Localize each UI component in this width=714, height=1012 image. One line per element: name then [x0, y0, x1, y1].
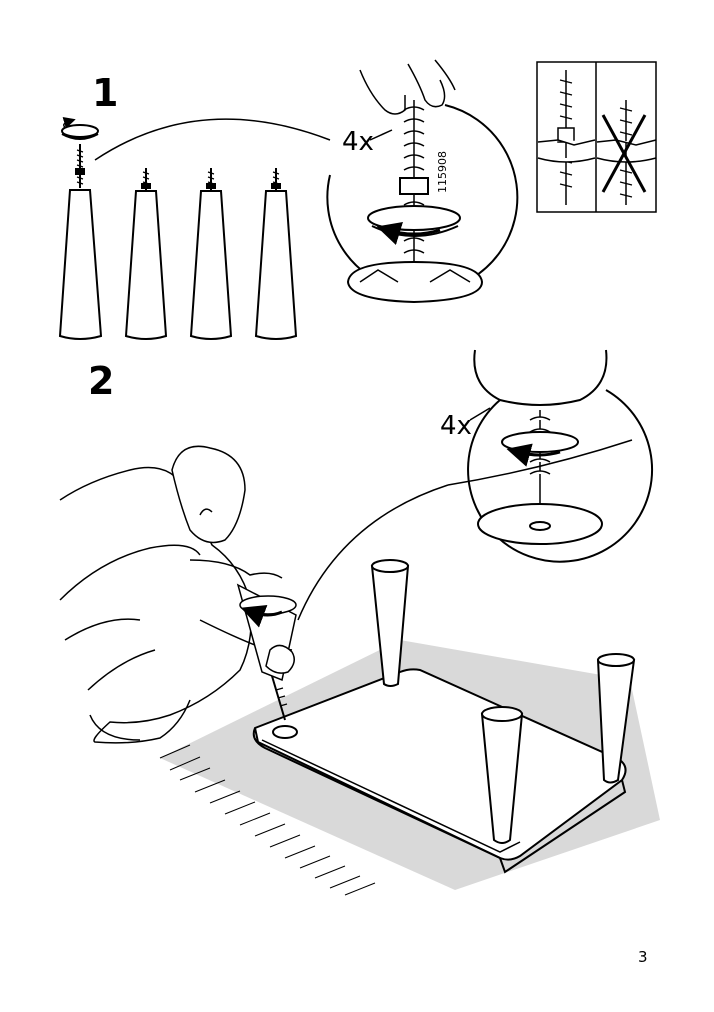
washer-rotate-icon	[61, 116, 99, 140]
correct-incorrect-box	[536, 61, 657, 213]
tabletop-icon	[252, 668, 627, 874]
step1-legs-group	[58, 116, 331, 340]
step2-quantity: 4x	[440, 411, 472, 441]
step-1-number: 1	[92, 71, 119, 115]
step-2-number: 2	[88, 359, 115, 403]
washer-rotate-icon	[367, 205, 461, 245]
do-not-cross-icon	[601, 114, 647, 193]
part-number: 115908	[436, 151, 449, 193]
leg-icon	[254, 168, 298, 340]
screw-icon	[75, 144, 85, 188]
leg-icon	[58, 189, 103, 340]
leg-icon	[596, 653, 636, 784]
washer-rotate-icon	[501, 431, 579, 467]
leg-icon	[189, 168, 233, 340]
step2-detail-circle	[447, 349, 654, 563]
leg-icon	[370, 559, 410, 687]
person-icon	[59, 445, 297, 744]
step1-quantity: 4x	[342, 127, 374, 157]
incorrect-install-icon	[596, 100, 657, 205]
leg-icon	[480, 706, 524, 844]
correct-install-icon	[537, 70, 596, 205]
step1-detail-circle	[326, 59, 519, 304]
leg-icon	[124, 168, 168, 340]
page-number: 3	[638, 948, 648, 966]
